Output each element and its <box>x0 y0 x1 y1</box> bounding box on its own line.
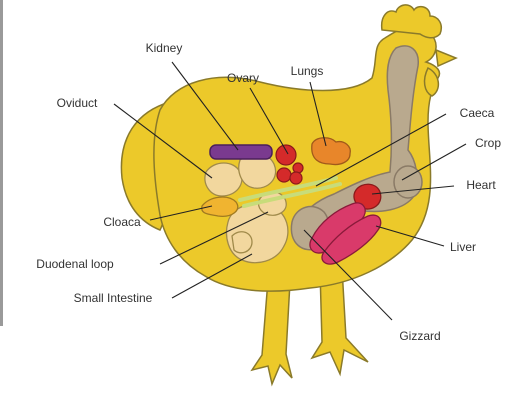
ovary-follicle-4 <box>290 172 302 184</box>
label-heart: Heart <box>466 178 496 192</box>
label-caeca: Caeca <box>460 106 495 120</box>
kidney <box>210 145 272 159</box>
label-ovary: Ovary <box>227 71 259 85</box>
label-duodenal-loop: Duodenal loop <box>36 257 114 271</box>
duodenal-loop <box>232 232 252 253</box>
label-kidney: Kidney <box>146 41 183 55</box>
beak <box>436 50 456 66</box>
label-small-intestine: Small Intestine <box>74 291 153 305</box>
label-crop: Crop <box>475 136 501 150</box>
label-gizzard: Gizzard <box>399 329 440 343</box>
label-cloaca: Cloaca <box>103 215 141 229</box>
ovary-follicle-1 <box>276 145 296 165</box>
left-edge-bar <box>0 0 3 326</box>
ovary-follicle-2 <box>293 163 303 173</box>
label-oviduct: Oviduct <box>57 96 98 110</box>
label-lungs: Lungs <box>291 64 324 78</box>
ovary-follicle-3 <box>277 168 291 182</box>
intestine-coil <box>205 163 242 196</box>
comb <box>382 5 442 38</box>
left-leg <box>252 280 292 384</box>
label-liver: Liver <box>450 240 476 254</box>
